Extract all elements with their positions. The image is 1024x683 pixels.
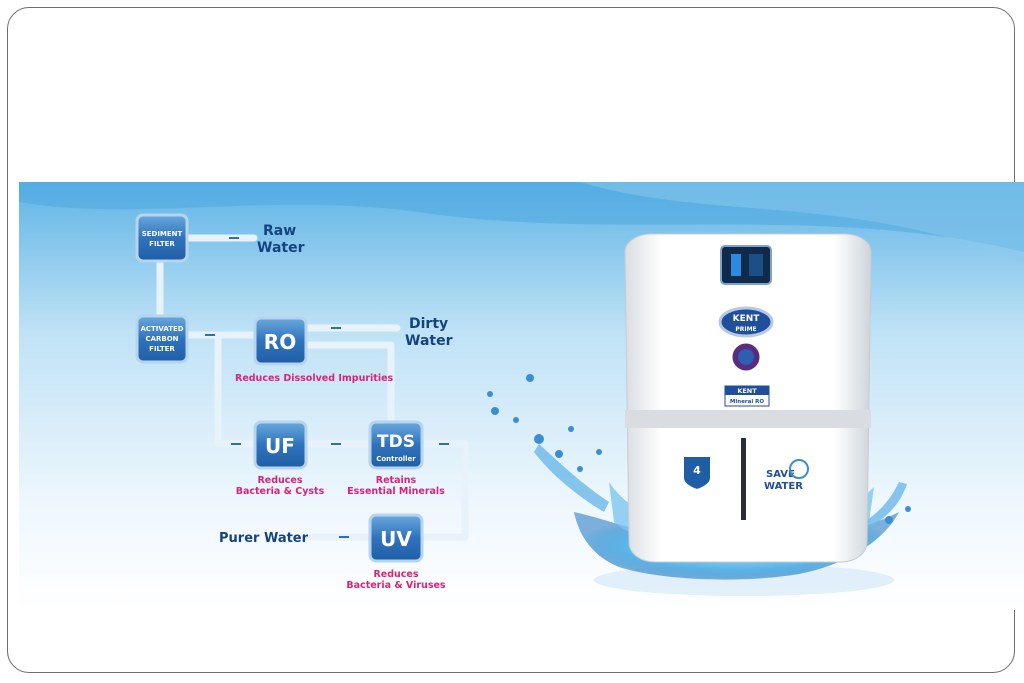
carbon-label-1: ACTIVATED bbox=[140, 325, 183, 333]
tds-node: TDS Controller bbox=[368, 420, 424, 470]
uf-caption-2: Bacteria & Cysts bbox=[236, 486, 325, 497]
sediment-filter-node: SEDIMENT FILTER bbox=[135, 213, 189, 263]
purifier-band bbox=[625, 410, 871, 428]
raw-water-label-1: Raw bbox=[263, 223, 296, 239]
tds-caption-1: Retains bbox=[376, 475, 417, 486]
brand-badge-sub: PRIME bbox=[735, 326, 756, 333]
warranty-badge bbox=[682, 455, 712, 492]
raw-water-label-2: Water bbox=[257, 240, 305, 256]
tds-sub-label: Controller bbox=[376, 455, 416, 463]
purifier-tap bbox=[741, 438, 746, 520]
ro-label: RO bbox=[264, 330, 296, 354]
sediment-label-2: FILTER bbox=[149, 240, 175, 248]
uf-label: UF bbox=[265, 434, 295, 458]
uf-caption-1: Reduces bbox=[257, 475, 302, 486]
save-water-text-2: WATER bbox=[764, 481, 803, 492]
pipe-markers bbox=[205, 237, 449, 538]
tds-caption-2: Essential Minerals bbox=[347, 486, 445, 497]
brand-badge bbox=[718, 306, 774, 338]
carbon-filter-node: ACTIVATED CARBON FILTER bbox=[135, 314, 189, 364]
tds-label: TDS bbox=[377, 432, 415, 452]
uf-node: UF bbox=[253, 420, 308, 470]
dirty-water-label-1: Dirty bbox=[409, 316, 448, 332]
ro-node: RO bbox=[253, 316, 308, 366]
ro-caption: Reduces Dissolved Impurities bbox=[235, 373, 394, 384]
sediment-label-1: SEDIMENT bbox=[142, 230, 183, 238]
model-label-brand: KENT bbox=[737, 387, 757, 395]
water-purifier: KENT PRIME KENT Mineral RO 4 SAVE WATER bbox=[624, 233, 872, 563]
uv-caption-1: Reduces bbox=[373, 569, 418, 580]
carbon-label-2: CARBON bbox=[145, 335, 178, 343]
brand-badge-text: KENT bbox=[733, 314, 761, 324]
carbon-label-3: FILTER bbox=[149, 345, 175, 353]
uv-node: UV bbox=[368, 513, 424, 563]
warranty-badge-number: 4 bbox=[693, 464, 701, 477]
banner-graphic: SEDIMENT FILTER ACTIVATED CARBON FILTER … bbox=[19, 182, 1024, 610]
purifier-display bbox=[720, 245, 772, 285]
save-water-drop-icon bbox=[789, 459, 809, 479]
model-label-name: Mineral RO bbox=[730, 399, 764, 405]
purifier-banner: SEDIMENT FILTER ACTIVATED CARBON FILTER … bbox=[19, 182, 1024, 610]
uv-label: UV bbox=[380, 527, 412, 551]
uv-caption-2: Bacteria & Viruses bbox=[346, 580, 446, 591]
dirty-water-label-2: Water bbox=[405, 333, 453, 349]
purer-water-label: Purer Water bbox=[219, 531, 309, 546]
background-wave-2 bbox=[579, 182, 1024, 262]
save-water-text-1: SAVE bbox=[766, 469, 795, 480]
